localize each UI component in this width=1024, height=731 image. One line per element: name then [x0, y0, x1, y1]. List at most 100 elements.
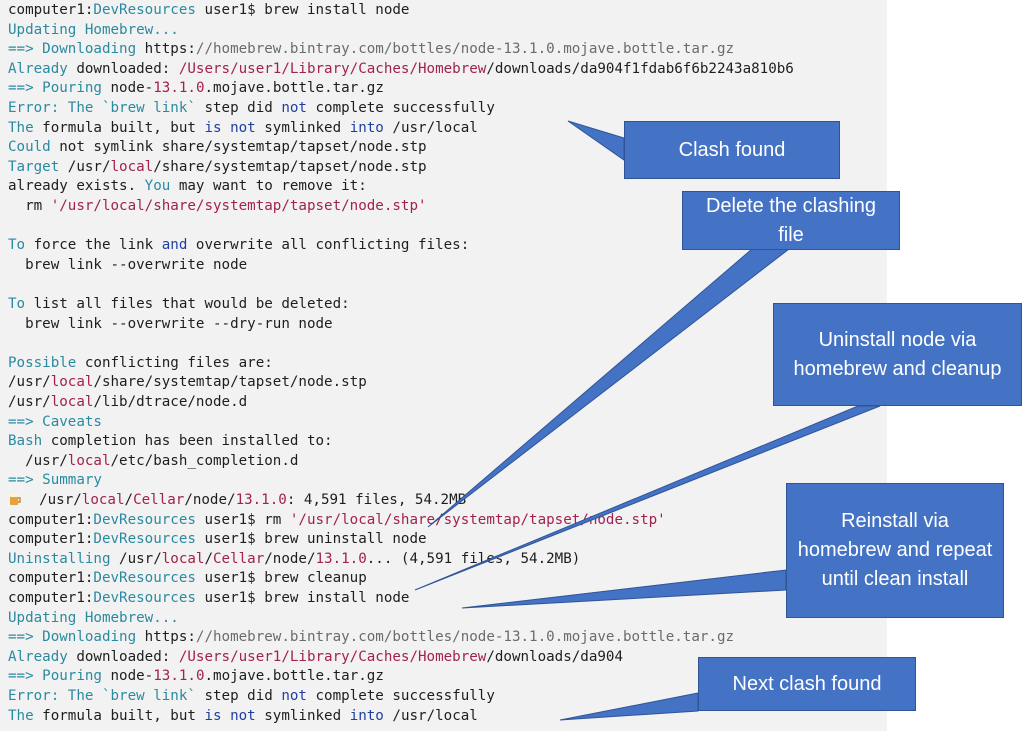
terminal-text: 13.1.0 [153, 668, 205, 685]
terminal-text: To [8, 237, 26, 254]
callout-clash-found: Clash found [624, 121, 840, 179]
terminal-text: /downloads/da904 [486, 648, 624, 665]
terminal-text: Could [8, 139, 51, 156]
terminal-text: /usr/local [383, 707, 478, 724]
terminal-line: computer1:DevResources user1$ rm '/usr/l… [8, 511, 666, 531]
terminal-text: computer1: [8, 511, 94, 528]
terminal-line: ==> Caveats [8, 413, 102, 433]
terminal-text: /usr/ [110, 550, 162, 567]
callout-clash-found-text: Clash found [678, 138, 786, 161]
terminal-text: /share/systemtap/tapset/node.stp [93, 374, 367, 391]
terminal-text: /lib/dtrace/node.d [93, 394, 248, 410]
terminal-text: local [67, 452, 111, 469]
terminal-text: 13.1.0 [315, 550, 367, 567]
terminal-text: DevResources [93, 2, 196, 18]
terminal-text: completion has been installed to: [42, 433, 333, 450]
terminal-line: Possible conflicting files are: [8, 354, 273, 374]
terminal-text: //homebrew.bintray.com/bottles/node-13.1… [195, 629, 735, 646]
terminal-text: ==> [8, 472, 43, 489]
terminal-text: Uninstalling [8, 550, 111, 567]
terminal-text: node- [110, 80, 154, 97]
terminal-text: / [124, 492, 134, 508]
terminal-text: Summary [42, 472, 102, 489]
terminal-text: ... (4,591 files, 54.2MB) [366, 550, 581, 567]
terminal-text: /node/ [264, 550, 316, 567]
terminal-line: The formula built, but is not symlinked … [8, 707, 478, 727]
terminal-text: '/usr/local/share/systemtap/tapset/node.… [289, 511, 666, 528]
terminal-text: step did [204, 100, 282, 116]
terminal-text: /node/ [184, 492, 236, 508]
terminal-text: .mojave.bottle.tar.gz [204, 80, 384, 97]
terminal-line: ==> Downloading https://homebrew.bintray… [8, 628, 734, 648]
terminal-text: /Users/user1/Library/Caches/Homebrew [178, 60, 487, 77]
terminal-text: https: [144, 41, 196, 58]
terminal-text: DevResources [93, 511, 196, 528]
terminal-text: local [50, 374, 94, 391]
terminal-text: /usr/ [8, 452, 68, 469]
terminal-text: /usr/ [8, 374, 51, 391]
terminal-line: Updating Homebrew... [8, 609, 179, 629]
terminal-text: Updating Homebrew... [8, 609, 179, 626]
terminal-line: /usr/local/share/systemtap/tapset/node.s… [8, 373, 367, 393]
terminal-text: complete successfully [306, 688, 495, 704]
terminal-text: list all files that would be deleted: [25, 296, 350, 312]
terminal-text: force the link [25, 237, 162, 254]
terminal-text: Pouring [42, 668, 111, 685]
terminal-text: into [349, 119, 384, 136]
terminal-line: already exists. You may want to remove i… [8, 177, 367, 197]
terminal-text: user1$ brew uninstall node [195, 531, 427, 548]
terminal-text: ==> [8, 668, 43, 685]
terminal-text: symlinked [255, 707, 350, 724]
terminal-text: You [144, 178, 171, 195]
terminal-text: / [204, 550, 214, 567]
terminal-text: To [8, 296, 26, 312]
terminal-text: overwrite all conflicting files: [187, 237, 470, 254]
terminal-text: rm [8, 198, 51, 214]
terminal-line: /usr/local/lib/dtrace/node.d [8, 393, 247, 413]
terminal-line: computer1:DevResources user1$ brew insta… [8, 1, 409, 21]
callout-delete-file: Delete the clashing file [682, 191, 900, 250]
terminal-line: To force the link and overwrite all conf… [8, 236, 469, 256]
terminal-line: Already downloaded: /Users/user1/Library… [8, 648, 623, 668]
callout-next-clash-text: Next clash found [732, 672, 882, 695]
terminal-line: Bash completion has been installed to: [8, 432, 333, 452]
terminal-text: /usr/ [22, 492, 82, 508]
terminal-text: Cellar [213, 550, 265, 567]
terminal-text: step did [204, 688, 282, 704]
terminal-line: brew link --overwrite --dry-run node [8, 315, 333, 335]
terminal-line: /usr/local/Cellar/node/13.1.0: 4,591 fil… [8, 491, 466, 511]
terminal-text: user1$ brew install node [195, 2, 410, 18]
terminal-text: not symlink share/systemtap/tapset/node.… [50, 139, 427, 156]
terminal-line: Error: The `brew link` step did not comp… [8, 99, 495, 119]
terminal-text: user1$ brew cleanup [195, 570, 367, 587]
terminal-text: is not [204, 707, 256, 724]
terminal-text: downloaded: [76, 648, 179, 665]
terminal-line: Could not symlink share/systemtap/tapset… [8, 138, 427, 158]
terminal-text: local [81, 492, 125, 508]
terminal-text: Updating Homebrew... [8, 21, 179, 38]
terminal-text: Caveats [42, 413, 102, 430]
terminal-line: computer1:DevResources user1$ brew unins… [8, 530, 427, 550]
terminal-text: computer1: [8, 590, 94, 606]
terminal-line: computer1:DevResources user1$ brew insta… [8, 589, 409, 609]
beer-mug-icon [8, 492, 22, 506]
terminal-text: DevResources [93, 570, 196, 587]
terminal-text: brew link --overwrite node [8, 256, 248, 273]
terminal-text: /usr/ [59, 158, 111, 175]
terminal-text: Already [8, 648, 77, 665]
terminal-text: DevResources [93, 531, 196, 548]
terminal-line: ==> Pouring node-13.1.0.mojave.bottle.ta… [8, 79, 384, 99]
terminal-line: brew link --overwrite node [8, 256, 247, 276]
terminal-text: local [50, 394, 94, 410]
terminal-text: Possible [8, 354, 77, 371]
terminal-text: user1$ brew install node [195, 590, 410, 606]
callout-next-clash: Next clash found [698, 657, 916, 711]
terminal-text: local [161, 550, 205, 567]
terminal-text: and [161, 237, 188, 254]
terminal-text: /downloads/da904f1fdab6f6b2243a810b6 [486, 60, 794, 77]
terminal-text: https: [144, 629, 196, 646]
terminal-text: DevResources [93, 590, 196, 606]
terminal-text: .mojave.bottle.tar.gz [204, 668, 384, 685]
terminal-text: user1$ rm [195, 511, 290, 528]
terminal-text: //homebrew.bintray.com/bottles/node-13.1… [195, 41, 735, 58]
